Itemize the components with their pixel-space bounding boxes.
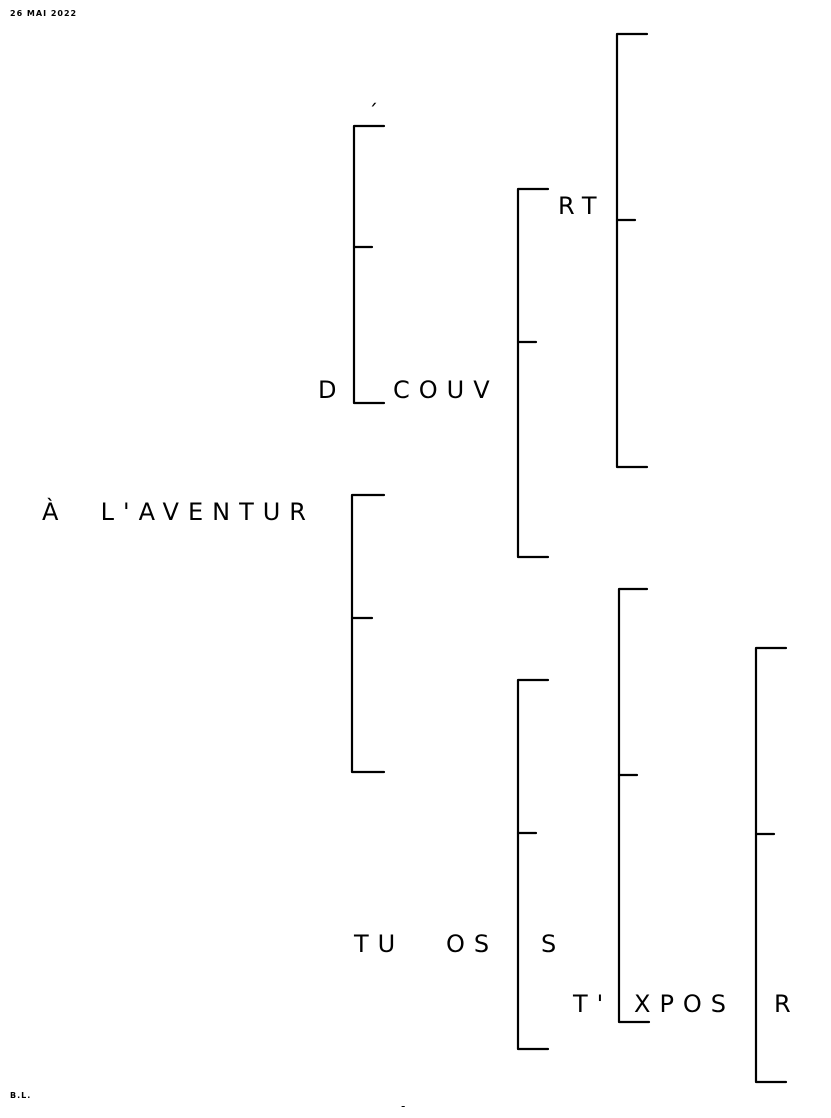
bracket-decouv bbox=[352, 124, 386, 405]
signature-initials: B.L. bbox=[10, 1091, 32, 1100]
word-tu: TU bbox=[354, 930, 405, 958]
accent-mark: ´ bbox=[368, 100, 387, 124]
word-t-apostrophe: T' bbox=[573, 990, 613, 1018]
date-label: 26 MAI 2022 bbox=[10, 9, 78, 18]
bottom-mark: - bbox=[401, 1099, 415, 1113]
bracket-couv bbox=[516, 187, 550, 559]
word-couv: COUV bbox=[393, 376, 499, 404]
bracket-r bbox=[754, 646, 788, 1084]
bracket-rt bbox=[615, 32, 649, 469]
word-os: OS bbox=[446, 930, 499, 958]
bracket-aventur bbox=[350, 493, 386, 774]
word-s: S bbox=[541, 930, 566, 958]
word-xpos: XPOS bbox=[634, 990, 736, 1018]
word-rt: RT bbox=[558, 192, 606, 220]
word-a-laventur: À L'AVENTUR bbox=[42, 498, 315, 526]
bracket-s bbox=[516, 678, 550, 1051]
word-d: D bbox=[318, 376, 346, 404]
bracket-t bbox=[617, 587, 651, 1024]
word-r: R bbox=[774, 990, 800, 1018]
